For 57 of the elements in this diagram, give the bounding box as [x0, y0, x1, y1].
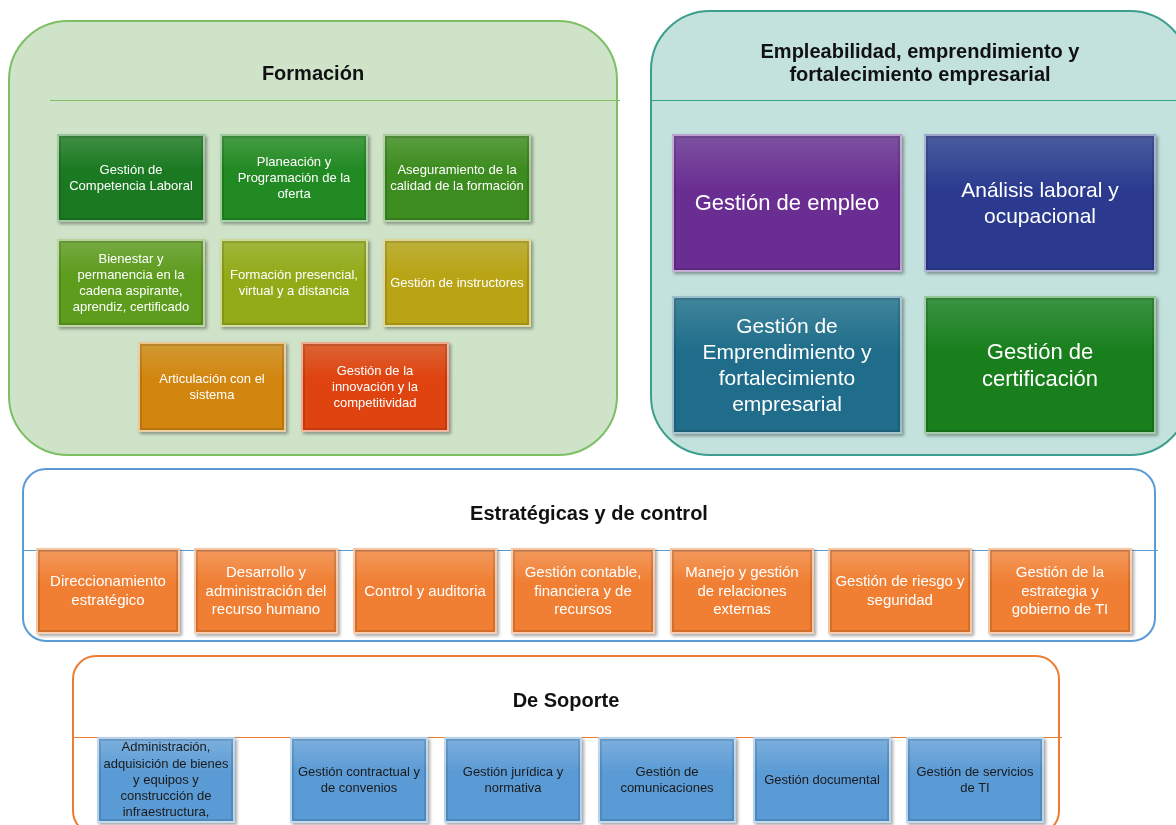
box-label: Gestión de riesgo y seguridad: [834, 572, 966, 610]
process-box: [906, 737, 1044, 823]
box-label: Desarrollo y administración del recurso humano: [204, 562, 328, 620]
box-label: Gestión contractual y de convenios: [296, 763, 422, 797]
box-label: Gestión de certificación: [980, 337, 1100, 393]
box-label: Gestión de la estrategia y gobierno de TI: [1010, 562, 1110, 620]
process-box: [511, 548, 655, 634]
process-box: [383, 239, 531, 327]
box-label: Direccionamiento estratégico: [49, 572, 167, 610]
box-label: Gestión jurídica y normativa: [461, 763, 565, 797]
process-box: [290, 737, 428, 823]
box-label: Análisis laboral y ocupacional: [960, 176, 1120, 229]
box-label: Administración, adquisición de bienes y equipos y construcción de infraestructura,: [102, 739, 230, 821]
group-panel: [8, 20, 618, 456]
process-box: [57, 134, 205, 222]
process-box: [57, 239, 205, 327]
process-box: [670, 548, 814, 634]
box-label: Gestión de instructores: [390, 274, 524, 292]
process-box: [36, 548, 180, 634]
process-box: [220, 239, 368, 327]
process-box: [672, 134, 902, 272]
process-box: [301, 342, 449, 432]
process-box: [924, 134, 1156, 272]
group-heading: Formación: [261, 62, 365, 85]
box-label: Gestión documental: [764, 771, 880, 789]
box-label: Gestión de empleo: [694, 189, 880, 217]
group-heading: Estratégicas y de control: [470, 502, 708, 525]
process-box: [672, 296, 902, 434]
process-box: [753, 737, 891, 823]
process-box: [988, 548, 1132, 634]
box-label: Gestión de la innovación y la competitividad: [331, 362, 419, 412]
box-label: Gestión de Competencia Laboral: [68, 161, 194, 195]
box-label: Bienestar y permanencia en la cadena aspirante, aprendiz, certificado: [71, 250, 191, 316]
group-heading: De Soporte: [512, 689, 620, 712]
group-panel: [22, 468, 1156, 642]
box-label: Manejo y gestión de relaciones externas: [684, 562, 800, 620]
process-box: [383, 134, 531, 222]
box-label: Gestión contable, financiera y de recursos: [523, 562, 643, 620]
group-panel: [72, 655, 1060, 825]
process-box: [598, 737, 736, 823]
group-heading: Empleabilidad, emprendimiento y fortalecimiento empresarial: [759, 40, 1081, 86]
group-panel: [650, 10, 1176, 456]
process-box: [194, 548, 338, 634]
box-label: Articulación con el sistema: [158, 370, 266, 404]
box-label: Gestión de comunicaciones: [619, 763, 715, 797]
box-label: Planeación y Programación de la oferta: [236, 153, 352, 203]
process-box: [353, 548, 497, 634]
box-label: Gestión de Emprendimiento y fortalecimiento empresarial: [701, 312, 873, 418]
process-box: [138, 342, 286, 432]
process-box: [220, 134, 368, 222]
box-label: Formación presencial, virtual y a distancia: [229, 266, 359, 300]
box-label: Gestión de servicios de TI: [915, 763, 1035, 797]
box-label: Aseguramiento de la calidad de la formación: [389, 161, 525, 195]
process-box: [444, 737, 582, 823]
process-box: [924, 296, 1156, 434]
box-label: Control y auditoria: [364, 581, 486, 601]
process-box: [828, 548, 972, 634]
